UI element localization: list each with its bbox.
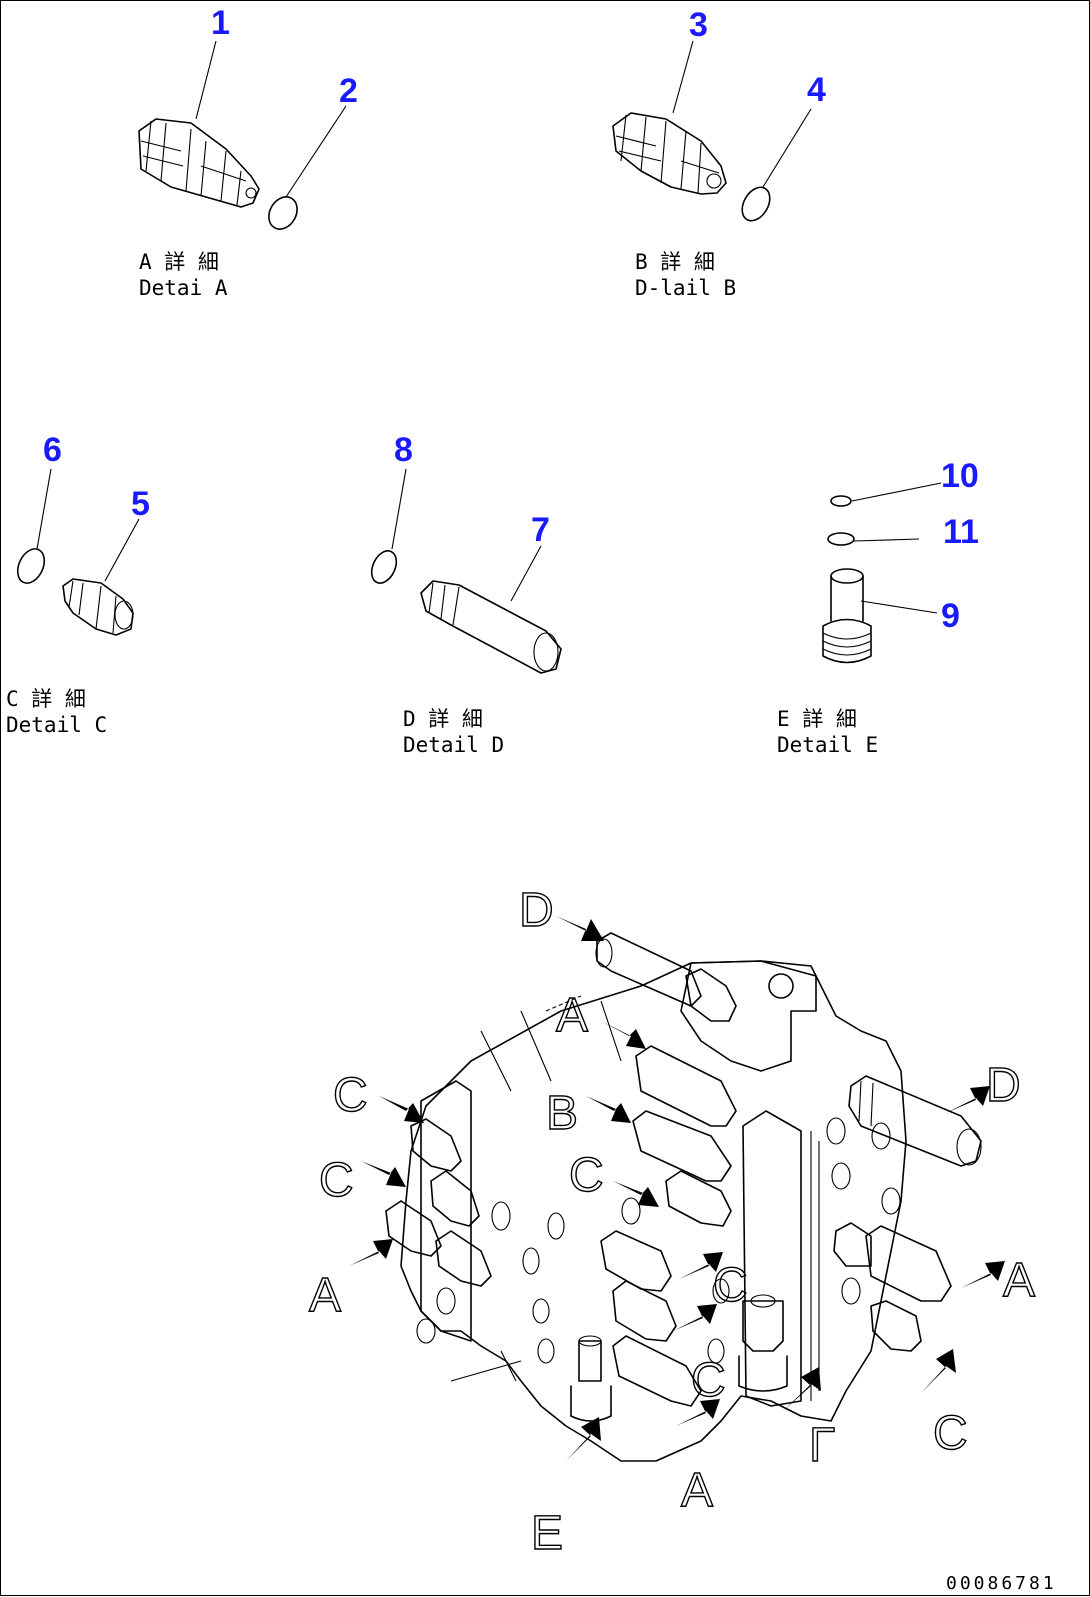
label-c-mid: C bbox=[569, 1149, 604, 1202]
label-e-bottom: E bbox=[531, 1507, 563, 1560]
detail-e-en: Detail E bbox=[777, 733, 878, 757]
part-o-ring-8 bbox=[370, 550, 398, 584]
callout-2: 2 bbox=[339, 72, 358, 110]
leader-9 bbox=[860, 600, 938, 614]
label-c-left1: C bbox=[333, 1069, 368, 1122]
control-valve-assembly bbox=[385, 932, 982, 1462]
part-o-ring-11 bbox=[827, 532, 855, 546]
leader-7 bbox=[510, 545, 542, 602]
callout-4: 4 bbox=[807, 71, 826, 109]
leader-10 bbox=[851, 482, 942, 502]
part-plug-5 bbox=[62, 578, 134, 636]
callout-9: 9 bbox=[941, 597, 960, 635]
label-c-left2: C bbox=[319, 1154, 354, 1207]
label-c-right: C bbox=[933, 1407, 968, 1460]
label-c-bottom: C bbox=[691, 1354, 726, 1407]
callout-5: 5 bbox=[131, 485, 150, 523]
detail-c-en: Detail C bbox=[6, 713, 107, 737]
callout-8: 8 bbox=[394, 431, 413, 469]
leader-1 bbox=[195, 40, 217, 120]
callout-11: 11 bbox=[943, 513, 979, 551]
direction-arrows bbox=[349, 916, 1005, 1461]
leader-2 bbox=[285, 105, 347, 198]
part-plug-7 bbox=[420, 580, 562, 674]
label-a-left: A bbox=[309, 1269, 341, 1322]
part-o-ring-6 bbox=[16, 548, 46, 584]
drawing-number: 00086781 bbox=[946, 1573, 1057, 1594]
leader-3 bbox=[672, 40, 694, 114]
assembly-labels: D A B C C A C C D A C C A E Γ bbox=[308, 883, 1035, 1560]
leader-5 bbox=[104, 518, 140, 582]
part-o-ring-4 bbox=[741, 186, 771, 222]
part-o-ring-2 bbox=[268, 196, 298, 230]
label-d-right: D bbox=[986, 1059, 1021, 1112]
label-a-top: A bbox=[556, 989, 588, 1042]
leader-4 bbox=[762, 108, 812, 188]
callout-1: 1 bbox=[211, 4, 230, 42]
detail-a-en: Detai A bbox=[139, 276, 228, 300]
label-c-center: C bbox=[713, 1259, 748, 1312]
label-b-mid: B bbox=[546, 1087, 578, 1140]
detail-c-jp: C 詳 細 bbox=[6, 687, 86, 711]
callout-3: 3 bbox=[689, 6, 708, 44]
detail-a-jp: A 詳 細 bbox=[139, 250, 219, 274]
detail-b-jp: B 詳 細 bbox=[635, 250, 715, 274]
label-d-top: D bbox=[519, 884, 554, 937]
part-relief-valve-b bbox=[612, 112, 727, 195]
detail-d-en: Detail D bbox=[403, 733, 504, 757]
detail-e-jp: E 詳 細 bbox=[777, 707, 857, 731]
part-valve-9 bbox=[822, 568, 872, 664]
callout-7: 7 bbox=[531, 511, 550, 549]
label-a-bottom: A bbox=[681, 1464, 713, 1517]
part-relief-valve-a bbox=[138, 118, 260, 208]
leader-11 bbox=[853, 538, 920, 542]
label-e-right: Γ bbox=[809, 1419, 835, 1472]
detail-d-jp: D 詳 細 bbox=[403, 707, 483, 731]
callout-6: 6 bbox=[43, 431, 62, 469]
leader-8 bbox=[391, 468, 407, 550]
leader-6 bbox=[36, 468, 52, 550]
callout-10: 10 bbox=[941, 457, 979, 495]
label-a-right: A bbox=[1003, 1254, 1035, 1307]
detail-b-en: D-lail B bbox=[635, 276, 736, 300]
part-ring-10 bbox=[830, 495, 852, 507]
